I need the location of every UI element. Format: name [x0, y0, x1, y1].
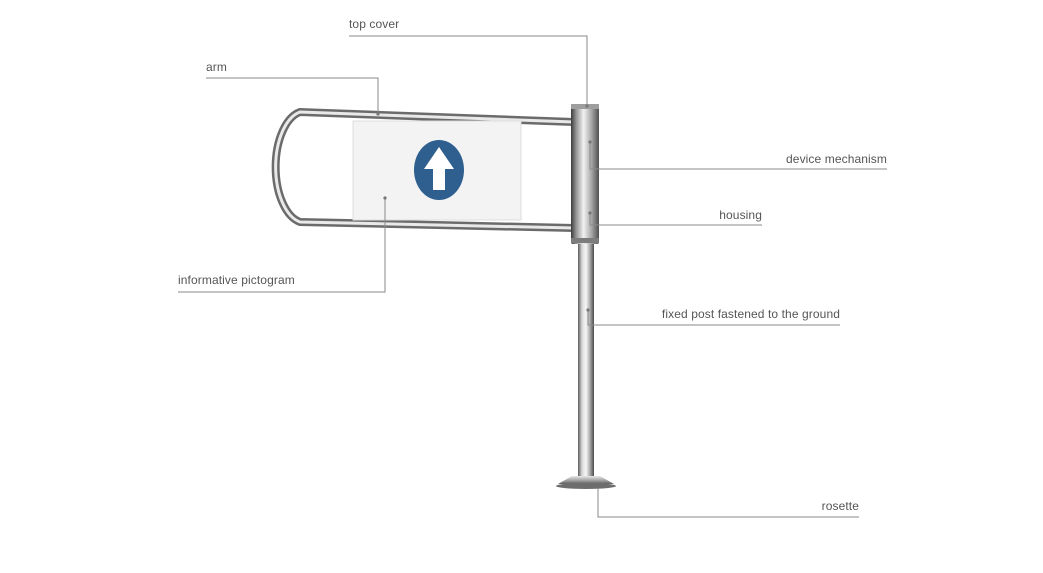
- pictogram-panel: [352, 120, 522, 221]
- label-arm: arm: [206, 60, 227, 74]
- label-top-cover: top cover: [349, 17, 400, 31]
- label-rosette: rosette: [821, 499, 859, 513]
- fixed-post: [578, 240, 594, 478]
- label-device-mechanism: device mechanism: [786, 152, 887, 166]
- label-housing: housing: [719, 208, 762, 222]
- label-fixed-post: fixed post fastened to the ground: [661, 307, 840, 321]
- rosette: [556, 476, 616, 489]
- housing: [571, 104, 599, 244]
- leader-rosette: [597, 488, 859, 518]
- leader-device-mechanism: [589, 142, 887, 170]
- leader-lines: [178, 35, 887, 518]
- arm: [271, 107, 578, 232]
- leader-fixed-post: [587, 310, 840, 326]
- leader-top-cover: [349, 35, 588, 106]
- leader-housing: [589, 213, 762, 226]
- leader-informative-pictogram: [178, 198, 386, 293]
- leader-arm: [206, 77, 379, 114]
- label-informative-pictogram: informative pictogram: [178, 273, 295, 287]
- anchor-dots: [376, 104, 592, 312]
- up-arrow-icon: [414, 140, 464, 200]
